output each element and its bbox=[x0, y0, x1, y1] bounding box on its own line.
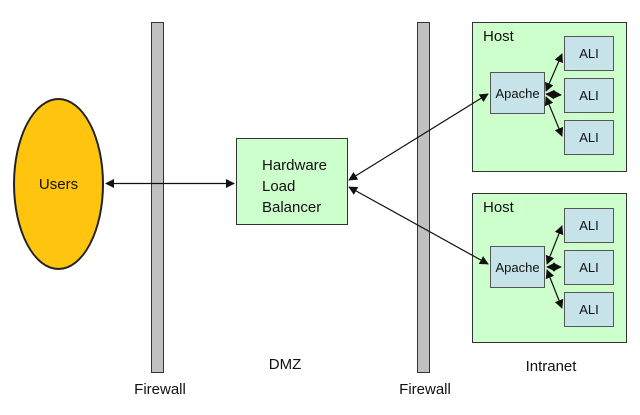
host-label-2: Host bbox=[483, 199, 514, 216]
ali-label-1-2: ALI bbox=[579, 88, 599, 103]
load-balancer-box: Hardware Load Balancer bbox=[236, 138, 348, 225]
users-node: Users bbox=[13, 98, 104, 270]
intranet-label: Intranet bbox=[525, 358, 577, 375]
ali-label-2-2: ALI bbox=[579, 260, 599, 275]
load-balancer-line-3: Balancer bbox=[262, 199, 322, 216]
apache-node-2: Apache bbox=[490, 246, 545, 288]
ali-label-1-1: ALI bbox=[579, 46, 599, 61]
ali-node-2-3: ALI bbox=[564, 292, 614, 327]
firewall-bar-inner bbox=[417, 22, 430, 373]
firewall-bar-outer bbox=[151, 22, 164, 373]
apache-node-1: Apache bbox=[490, 72, 545, 114]
ali-node-2-2: ALI bbox=[564, 250, 614, 285]
apache-label-1: Apache bbox=[495, 85, 540, 101]
load-balancer-line-1: Hardware bbox=[262, 157, 328, 174]
load-balancer-line-2: Load bbox=[262, 178, 296, 195]
users-label: Users bbox=[38, 175, 79, 193]
firewall-label-outer: Firewall bbox=[134, 381, 186, 398]
firewall-label-inner: Firewall bbox=[399, 381, 451, 398]
ali-node-2-1: ALI bbox=[564, 208, 614, 243]
ali-node-1-3: ALI bbox=[564, 120, 614, 155]
dmz-label: DMZ bbox=[268, 356, 302, 373]
ali-node-1-2: ALI bbox=[564, 78, 614, 113]
ali-label-1-3: ALI bbox=[579, 130, 599, 145]
ali-label-2-3: ALI bbox=[579, 302, 599, 317]
apache-label-2: Apache bbox=[495, 259, 540, 275]
host-label-1: Host bbox=[483, 28, 514, 45]
ali-label-2-1: ALI bbox=[579, 218, 599, 233]
ali-node-1-1: ALI bbox=[564, 36, 614, 71]
